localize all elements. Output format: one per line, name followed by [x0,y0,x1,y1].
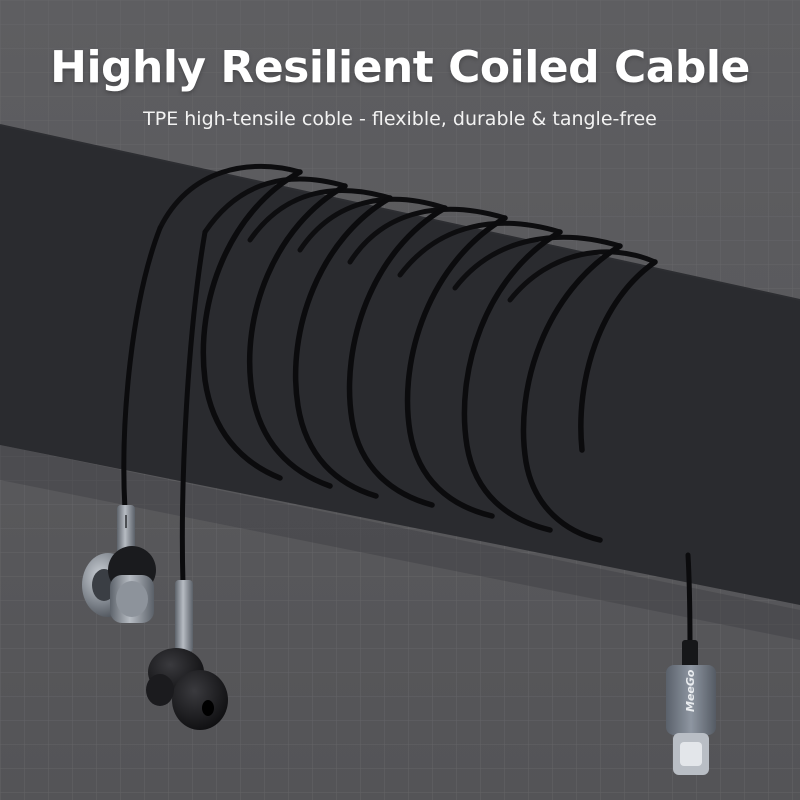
right-earbud-cable [179,229,208,588]
usb-cable [685,552,693,653]
tube-top-edge [0,124,800,301]
coil-front-loops [200,169,658,543]
left-earbud-cable [121,225,163,513]
headline: Highly Resilient Coiled Cable [50,42,750,93]
support-tube [0,125,800,605]
earbud-left-icon [82,505,156,623]
subheadline: TPE high-tensile coble - flexible, durab… [143,108,657,130]
earbud-right-icon [146,580,228,730]
coil-back-strands [157,163,658,303]
tube-shadow [0,445,800,640]
brand-logo: MeeGo [684,669,697,712]
usb-c-plug-icon: MeeGo [666,640,716,775]
